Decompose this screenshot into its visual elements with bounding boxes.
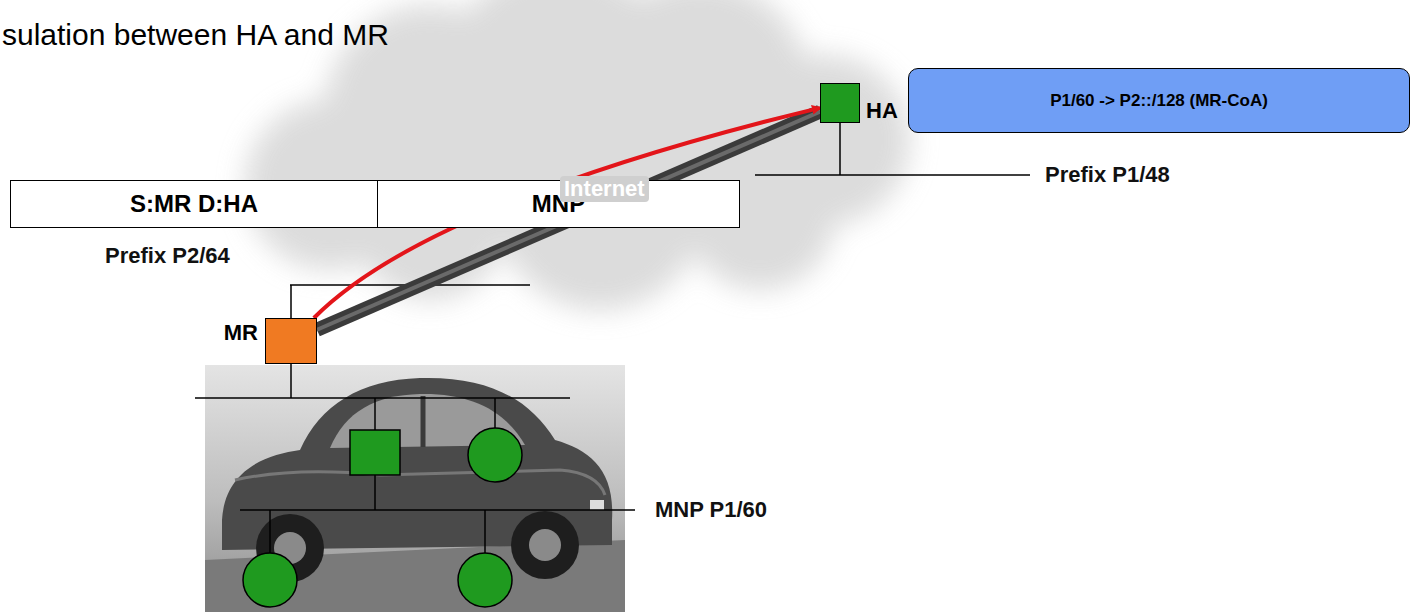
cloud-label: Internet (560, 176, 649, 202)
packet-header-cell: S:MR D:HA (10, 180, 378, 228)
node-text: S:MR D:HA (130, 190, 258, 218)
packet-payload-cell: MNP (377, 180, 740, 228)
data-flow-arrow (314, 108, 820, 318)
prefix-label: Prefix P2/64 (105, 243, 230, 269)
mobile-router: MR (265, 318, 317, 364)
home-agent-router: HA (820, 83, 860, 123)
tunnel-highlight (317, 112, 820, 330)
slide-title: sulation between HA and MR (2, 18, 389, 52)
hosts (243, 428, 522, 607)
prefix-label: Prefix P1/48 (1045, 162, 1170, 188)
node-text: MR (224, 320, 258, 346)
prefix-label: MNP P1/60 (655, 497, 767, 523)
binding-cache-box: P1/60 -> P2::/128 (MR-CoA) (908, 68, 1410, 133)
node-text: P1/60 -> P2::/128 (MR-CoA) (1050, 91, 1268, 111)
host-circle (243, 553, 297, 607)
tunnel-pipe (317, 112, 820, 330)
router-square (350, 430, 400, 475)
car-photo (205, 365, 625, 612)
node-text: HA (866, 98, 898, 124)
host-circle (468, 428, 522, 482)
host-circle (458, 553, 512, 607)
